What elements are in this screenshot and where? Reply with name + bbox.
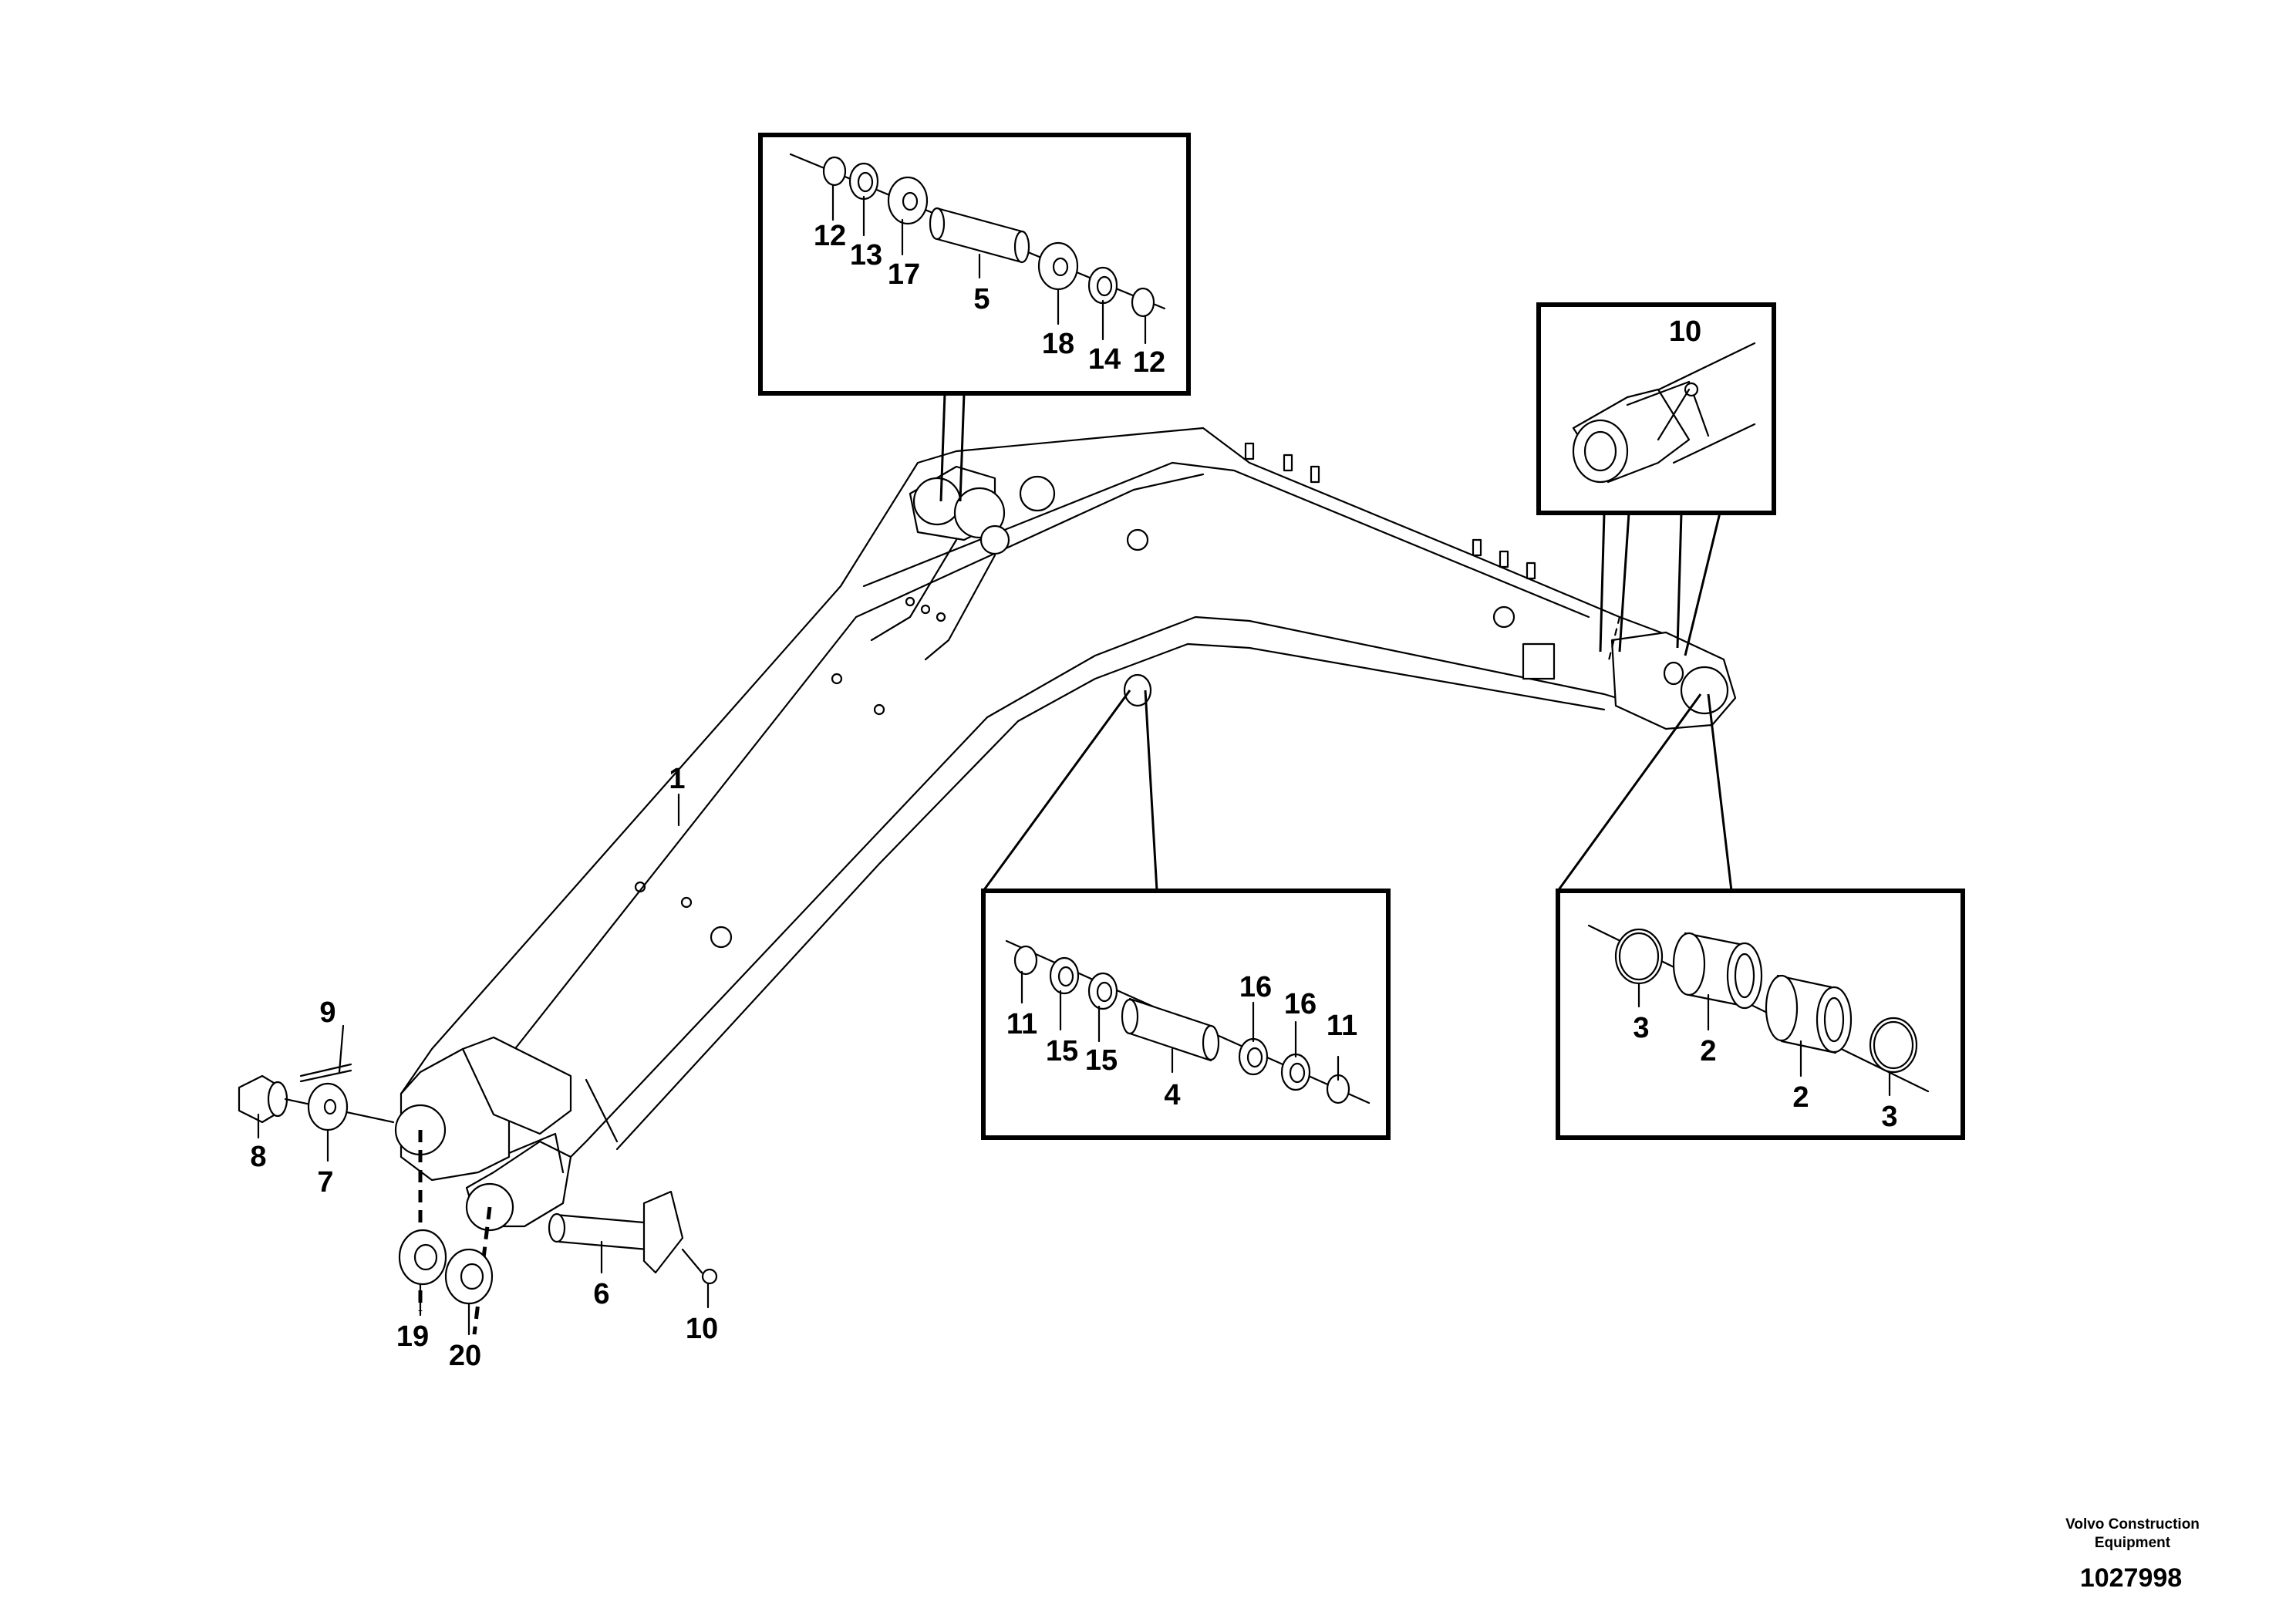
callout-18: 18 — [1042, 328, 1074, 360]
callout-9: 9 — [319, 996, 335, 1029]
callout-17: 17 — [888, 258, 920, 291]
callout-19: 19 — [396, 1320, 429, 1353]
callout-7: 7 — [317, 1166, 333, 1199]
company-name-line1: Volvo Construction — [2065, 1516, 2200, 1533]
callout-5: 5 — [973, 283, 990, 315]
callout-12-top-right: 12 — [1133, 346, 1165, 379]
middle-pin-box-frame — [981, 889, 1391, 1140]
detail-box-middle-pin — [981, 690, 1391, 1140]
footer: Volvo Construction Equipment 1027998 — [2065, 1516, 2200, 1593]
company-name-line2: Equipment — [2095, 1535, 2171, 1551]
callout-12-top-left: 12 — [814, 220, 846, 252]
callout-15-b: 15 — [1085, 1044, 1118, 1077]
bushings-box-frame — [1556, 889, 1965, 1140]
callout-14: 14 — [1088, 343, 1121, 376]
callout-11-mid-right: 11 — [1327, 1010, 1357, 1042]
callout-20: 20 — [449, 1340, 481, 1372]
callout-labels: 1 5 12 13 17 18 14 12 10 11 15 15 4 16 1… — [250, 220, 1897, 1372]
callout-16-b: 16 — [1284, 988, 1317, 1020]
detail-box-top-pin — [758, 133, 1191, 502]
callout-11-mid-left: 11 — [1006, 1008, 1037, 1040]
callout-15-a: 15 — [1046, 1035, 1078, 1067]
callout-8: 8 — [250, 1141, 266, 1173]
callout-3-left: 3 — [1633, 1012, 1649, 1044]
callout-13: 13 — [850, 239, 882, 271]
callout-16-a: 16 — [1239, 971, 1272, 1003]
callout-3-right: 3 — [1881, 1101, 1897, 1133]
callout-6: 6 — [593, 1278, 609, 1310]
detail-box-grease-nipple — [1536, 302, 1776, 656]
callout-2-right: 2 — [1792, 1081, 1809, 1114]
callout-10-foot: 10 — [686, 1313, 718, 1345]
foot-pin-assembly — [238, 1063, 718, 1335]
detail-box-bushings — [1556, 693, 1965, 1140]
drawing-number: 1027998 — [2080, 1563, 2182, 1593]
callout-2-left: 2 — [1700, 1035, 1716, 1067]
callout-4: 4 — [1164, 1079, 1180, 1111]
callout-1: 1 — [669, 763, 685, 795]
callout-10-nipple-box: 10 — [1669, 315, 1701, 348]
